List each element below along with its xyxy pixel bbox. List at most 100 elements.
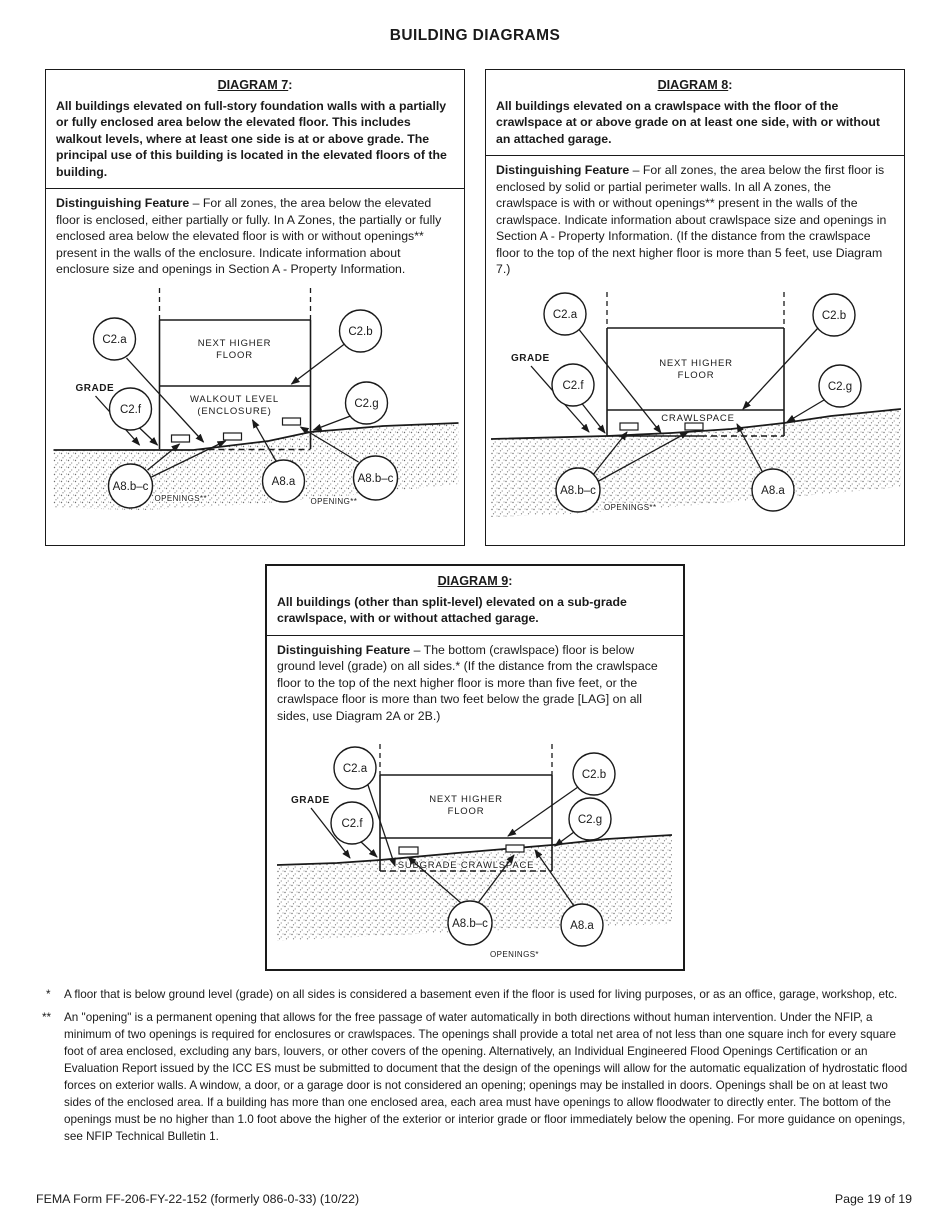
svg-text:C2.g: C2.g: [578, 814, 602, 826]
callout-c2f: C2.f: [330, 801, 374, 845]
svg-text:NEXT HIGHER: NEXT HIGHER: [198, 338, 272, 349]
footnote-marker: *: [46, 988, 51, 1001]
diagram-9-heading-text: DIAGRAM 9: [437, 574, 509, 588]
vent-opening: [505, 844, 525, 853]
diagram-8-summary: All buildings elevated on a crawlspace w…: [496, 99, 881, 146]
vent-opening: [619, 422, 639, 431]
building-outline: [379, 744, 553, 872]
grade-label: GRADE: [511, 353, 550, 364]
footnotes: * A floor that is below ground level (gr…: [42, 987, 912, 1146]
feature-label: Distinguishing Feature: [496, 163, 630, 178]
building-labels: NEXT HIGHER FLOOR SUBGRADE CRAWLSPACE: [396, 794, 535, 872]
diagram-8-heading-colon: :: [728, 78, 733, 92]
callout-c2g: C2.g: [568, 797, 612, 841]
diagram-9-box: DIAGRAM 9: All buildings (other than spl…: [265, 564, 685, 971]
openings-label: OPENINGS**: [604, 503, 656, 512]
diagram-9-figure: NEXT HIGHER FLOOR SUBGRADE CRAWLSPACE: [277, 730, 683, 968]
callout-arrows: [95, 343, 359, 478]
svg-text:C2.b: C2.b: [822, 310, 846, 322]
svg-text:C2.f: C2.f: [120, 404, 142, 416]
page-title: BUILDING DIAGRAMS: [389, 27, 561, 44]
diagram-row-bottom: DIAGRAM 9: All buildings (other than spl…: [0, 564, 950, 971]
feature-text: – The bottom (crawlspace) floor is below…: [277, 642, 658, 723]
callout-c2a: C2.a: [92, 316, 137, 361]
callout-c2a: C2.a: [543, 291, 587, 336]
callout-c2b: C2.b: [338, 308, 383, 353]
feature-text: – For all zones, the area below the elev…: [56, 196, 442, 277]
svg-text:C2.g: C2.g: [354, 398, 378, 410]
diagram-8-figure: NEXT HIGHER FLOOR CRAWLSPACE: [491, 284, 904, 529]
vent-opening: [222, 432, 243, 441]
openings-label: OPENINGS**: [155, 494, 207, 503]
diagram-9-drawing: NEXT HIGHER FLOOR SUBGRADE CRAWLSPACE: [277, 744, 672, 961]
diagram-9-heading-colon: :: [508, 574, 513, 588]
callout-a8a: A8.a: [560, 903, 604, 947]
callout-c2b: C2.b: [572, 752, 616, 796]
vent-opening: [170, 434, 191, 443]
svg-text:A8.b–c: A8.b–c: [452, 918, 488, 930]
callout-arrows: [310, 782, 579, 907]
svg-text:C2.b: C2.b: [582, 769, 606, 781]
divider-line: [486, 155, 904, 157]
svg-text:SUBGRADE CRAWLSPACE: SUBGRADE CRAWLSPACE: [398, 860, 535, 871]
callout-c2b: C2.b: [812, 292, 856, 337]
diagram-7-heading-text: DIAGRAM 7: [217, 78, 289, 92]
callout-c2f: C2.f: [551, 362, 595, 407]
diagram-7-summary: All buildings elevated on full-story fou…: [56, 99, 447, 179]
svg-text:C2.a: C2.a: [343, 763, 368, 775]
callout-a8a: A8.a: [751, 467, 795, 512]
callout-a8bc: A8.b–c: [447, 900, 493, 946]
diagram-7-box: DIAGRAM 7: All buildings elevated on ful…: [45, 69, 465, 546]
footnote-opening: ** An "opening" is a permanent opening t…: [42, 1010, 912, 1146]
svg-text:FLOOR: FLOOR: [216, 350, 253, 361]
openings-label: OPENINGS*: [490, 950, 539, 959]
feature-label: Distinguishing Feature: [56, 196, 190, 211]
svg-text:A8.b–c: A8.b–c: [560, 485, 596, 497]
diagram-8-heading-text: DIAGRAM 8: [657, 78, 729, 92]
callout-c2a: C2.a: [333, 746, 377, 790]
footnote-marker: **: [42, 1010, 52, 1024]
svg-text:FLOOR: FLOOR: [678, 370, 715, 381]
svg-text:C2.g: C2.g: [828, 381, 852, 393]
diagram-8-box: DIAGRAM 8: All buildings elevated on a c…: [485, 69, 905, 546]
diagram-9-summary: All buildings (other than split-level) e…: [277, 595, 627, 626]
feature-text: – For all zones, the area below the firs…: [496, 163, 887, 277]
svg-text:A8.b–c: A8.b–c: [113, 481, 149, 493]
footnote-text: An "opening" is a permanent opening that…: [64, 1010, 908, 1143]
callout-a8bc-left: A8.b–c: [107, 462, 154, 509]
svg-text:CRAWLSPACE: CRAWLSPACE: [661, 413, 734, 424]
diagram-7-feature: Distinguishing Feature – For all zones, …: [56, 195, 454, 277]
diagram-7-figure: NEXT HIGHER FLOOR WALKOUT LEVEL (ENCLOSU…: [52, 284, 464, 522]
callout-a8bc-right: A8.b–c: [352, 454, 399, 501]
building-labels: NEXT HIGHER FLOOR WALKOUT LEVEL (ENCLOSU…: [190, 338, 279, 417]
footnote-basement: * A floor that is below ground level (gr…: [42, 987, 912, 1004]
callout-a8bc: A8.b–c: [555, 466, 601, 513]
building-outline: [158, 287, 312, 450]
callout-circles: C2.a C2.b C2.f C2.g A8.b–c A8.a: [543, 291, 862, 513]
diagram-8-heading: DIAGRAM 8:: [486, 70, 904, 94]
svg-text:C2.b: C2.b: [348, 326, 372, 338]
callout-circles: C2.a C2.b C2.f C2.g A8.b–c A8.a A8.b–c: [92, 308, 399, 509]
svg-text:A8.a: A8.a: [570, 920, 594, 932]
svg-text:FLOOR: FLOOR: [448, 806, 485, 817]
vent-opening: [281, 417, 302, 426]
svg-text:A8.a: A8.a: [272, 476, 296, 488]
divider-line: [46, 188, 464, 190]
diagram-7-heading-colon: :: [288, 78, 293, 92]
grade-label: GRADE: [76, 383, 115, 394]
svg-text:(ENCLOSURE): (ENCLOSURE): [197, 406, 271, 417]
diagram-8-drawing: NEXT HIGHER FLOOR CRAWLSPACE: [491, 291, 901, 517]
svg-text:WALKOUT LEVEL: WALKOUT LEVEL: [190, 394, 279, 405]
svg-text:NEXT HIGHER: NEXT HIGHER: [429, 794, 503, 805]
callout-c2f: C2.f: [108, 386, 153, 431]
svg-text:NEXT HIGHER: NEXT HIGHER: [659, 358, 733, 369]
diagram-8-feature: Distinguishing Feature – For all zones, …: [496, 162, 894, 277]
divider-line: [267, 634, 683, 636]
feature-label: Distinguishing Feature: [277, 642, 411, 657]
footnote-text: A floor that is below ground level (grad…: [64, 988, 898, 1001]
diagram-7-heading: DIAGRAM 7:: [46, 70, 464, 94]
page-footer: FEMA Form FF-206-FY-22-152 (formerly 086…: [36, 1192, 912, 1206]
diagram-9-feature: Distinguishing Feature – The bottom (cra…: [277, 642, 673, 724]
building-labels: NEXT HIGHER FLOOR CRAWLSPACE: [659, 358, 735, 425]
